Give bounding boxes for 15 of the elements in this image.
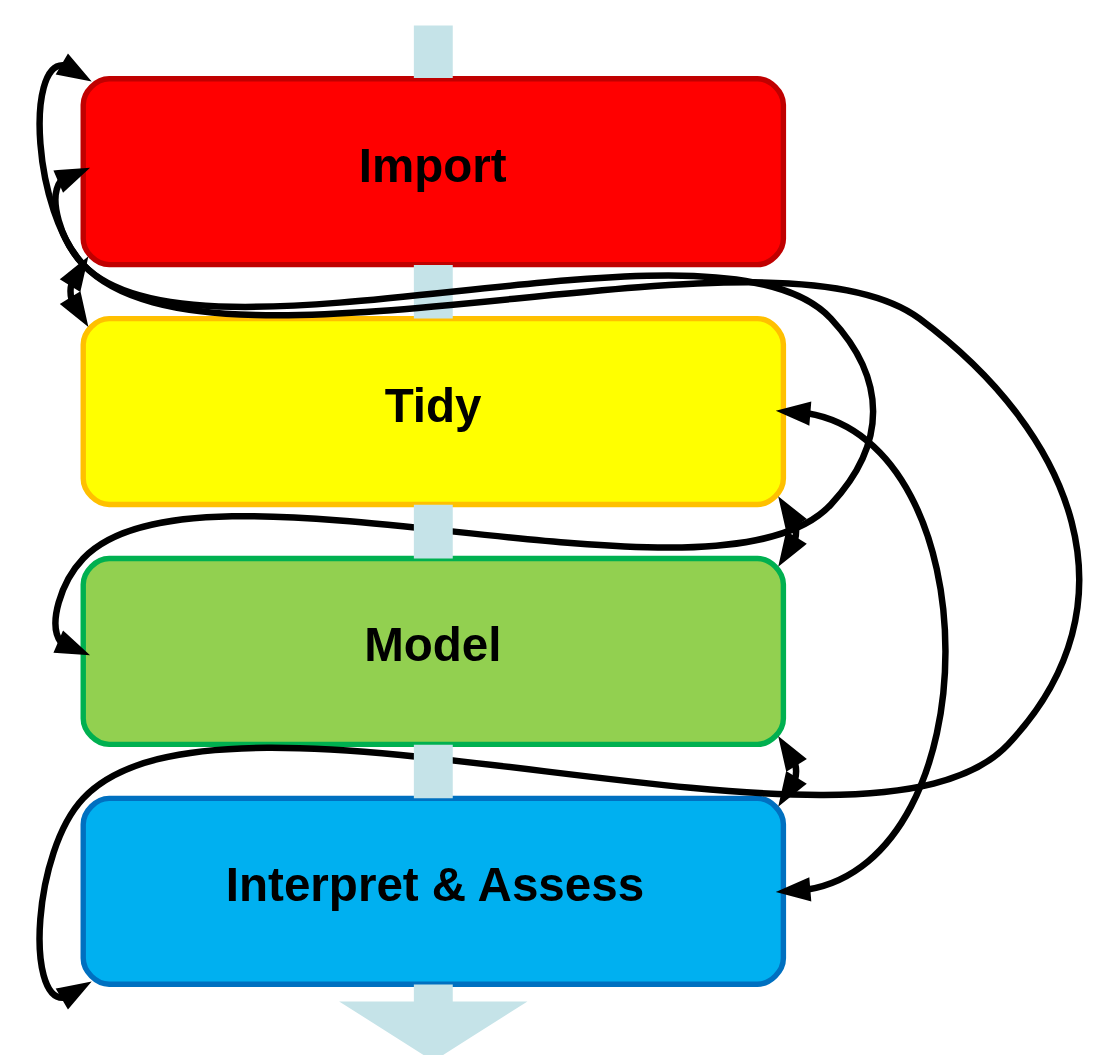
arrow <box>338 984 527 1055</box>
node-box: Interpret & Assess <box>80 795 786 987</box>
node-box: Import <box>80 76 786 268</box>
arrow <box>51 167 876 656</box>
connector <box>413 744 453 799</box>
connector <box>413 264 453 319</box>
arrow <box>59 256 88 327</box>
arrow <box>777 496 807 567</box>
arrow <box>777 736 807 807</box>
arrow <box>36 53 1082 1010</box>
connector <box>413 25 453 79</box>
connector <box>413 504 453 559</box>
arrow <box>775 401 948 902</box>
node-box: Tidy <box>80 315 786 508</box>
node-box: Model <box>80 555 786 748</box>
